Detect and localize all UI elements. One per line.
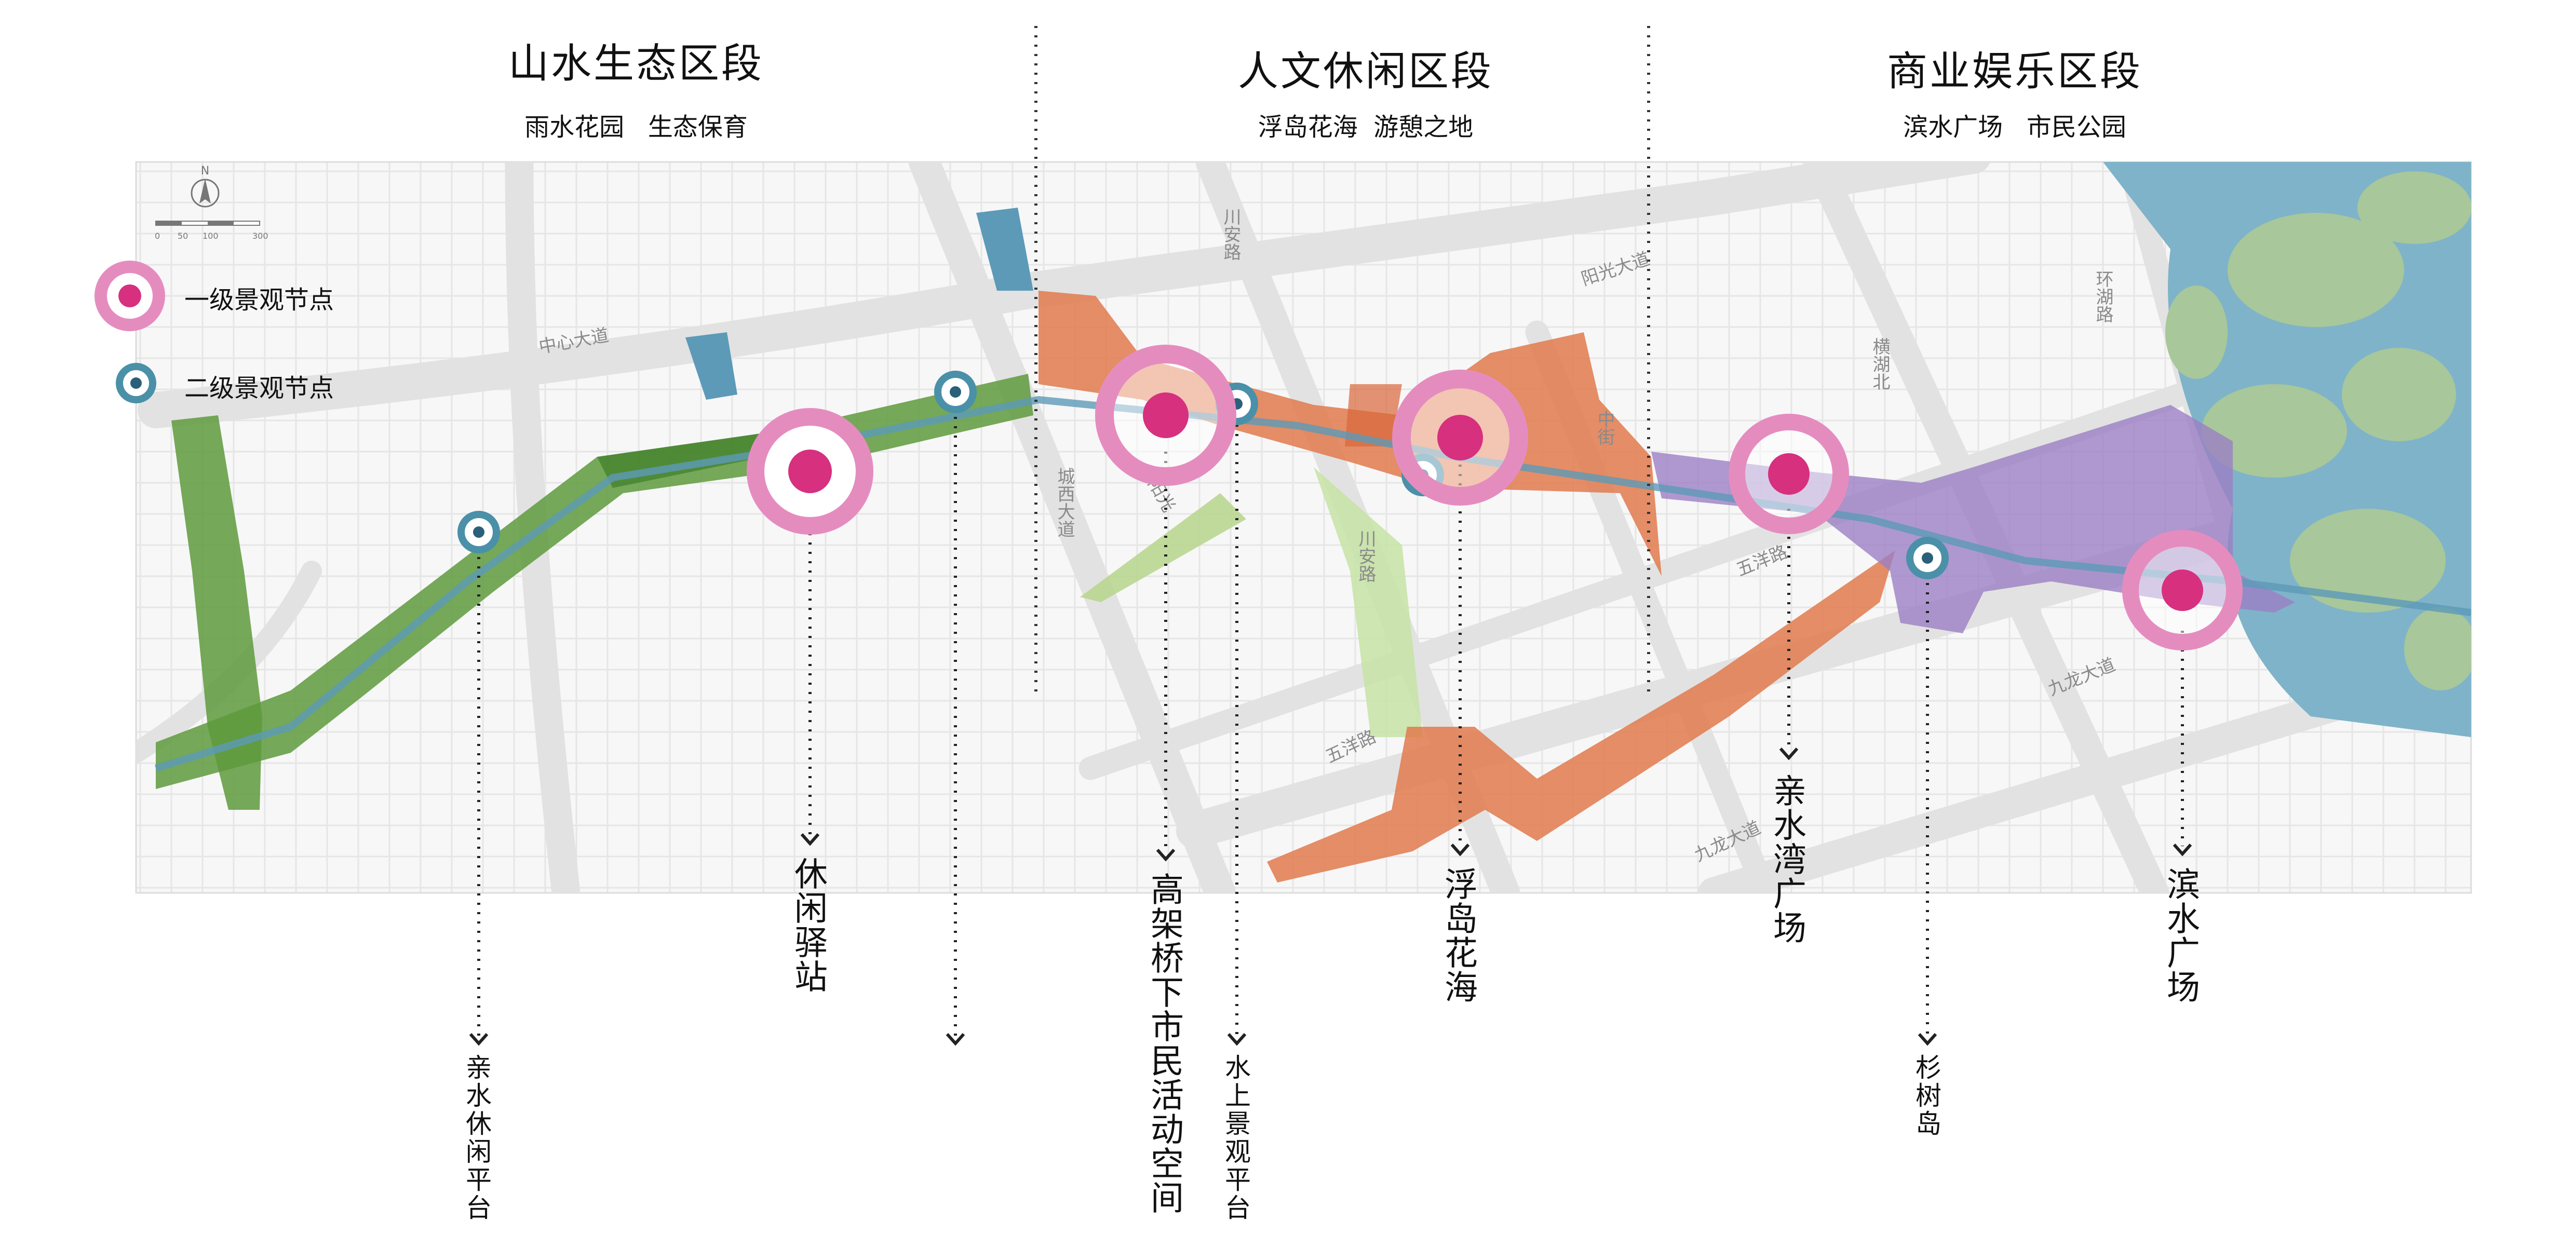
river-channel xyxy=(154,396,2471,772)
node-label-cedar-island: 杉树岛 xyxy=(1911,1054,1941,1138)
node-label-waterfront-platform: 亲水休闲平台 xyxy=(462,1054,492,1222)
primary-node xyxy=(1095,345,1236,486)
node-label-riverside-plaza: 滨水广场 xyxy=(2161,867,2200,1004)
node-label-water-platform: 水上景观平台 xyxy=(1221,1054,1251,1222)
node-label-floating-flowers: 浮岛花海 xyxy=(1439,867,1477,1004)
road-label-henghu: 横湖北 xyxy=(1869,337,1890,390)
legend-secondary-icon xyxy=(116,363,156,403)
scale-tick: 0 xyxy=(155,231,160,241)
primary-node xyxy=(1392,370,1528,506)
zone-title-cultural: 人文休闲区段 xyxy=(1237,48,1494,95)
legend-primary-label: 一级景观节点 xyxy=(184,286,334,315)
north-arrow: N xyxy=(191,165,220,208)
secondary-node xyxy=(934,371,977,413)
leader-arrowheads xyxy=(469,748,2192,1046)
scale-tick: 100 xyxy=(203,231,219,241)
lake-area xyxy=(2103,162,2471,737)
primary-node xyxy=(2122,530,2243,650)
legend-secondary-label: 二级景观节点 xyxy=(184,374,334,403)
road-label-chuanan1: 川安路 xyxy=(1220,208,1241,261)
road-label-chengxi: 城西大道 xyxy=(1054,467,1075,538)
scale-tick: 50 xyxy=(178,231,188,241)
primary-node xyxy=(747,408,873,535)
zone-subtitle-eco: 雨水花园 生态保育 xyxy=(524,113,748,142)
north-label: N xyxy=(201,165,209,178)
legend-primary-icon xyxy=(95,261,165,331)
scale-bar: 0 50 100 300 xyxy=(155,221,268,241)
road-label-zhongjie: 中街 xyxy=(1594,410,1615,445)
zone-title-eco: 山水生态区段 xyxy=(508,40,764,87)
node-label-viaduct-space: 高架桥下市民活动空间 xyxy=(1145,872,1183,1215)
leader-lines xyxy=(477,408,2184,1036)
zone-subtitle-cultural: 浮岛花海 游憩之地 xyxy=(1258,113,1474,142)
legend-symbols xyxy=(95,261,165,403)
road-label-chuanan2: 川安路 xyxy=(1355,530,1376,582)
road-label-huanhu: 环湖路 xyxy=(2093,270,2113,323)
primary-nodes xyxy=(747,345,2243,650)
scale-tick: 300 xyxy=(252,231,268,241)
primary-node xyxy=(1729,414,1849,534)
secondary-node xyxy=(457,511,500,553)
node-label-rest-station: 休闲驿站 xyxy=(789,857,827,994)
secondary-node xyxy=(1906,537,1949,579)
node-label-bay-plaza: 亲水湾广场 xyxy=(1768,773,1806,945)
zone-subtitle-commercial: 滨水广场 市民公园 xyxy=(1903,113,2126,142)
zone-title-commercial: 商业娱乐区段 xyxy=(1886,48,2143,95)
